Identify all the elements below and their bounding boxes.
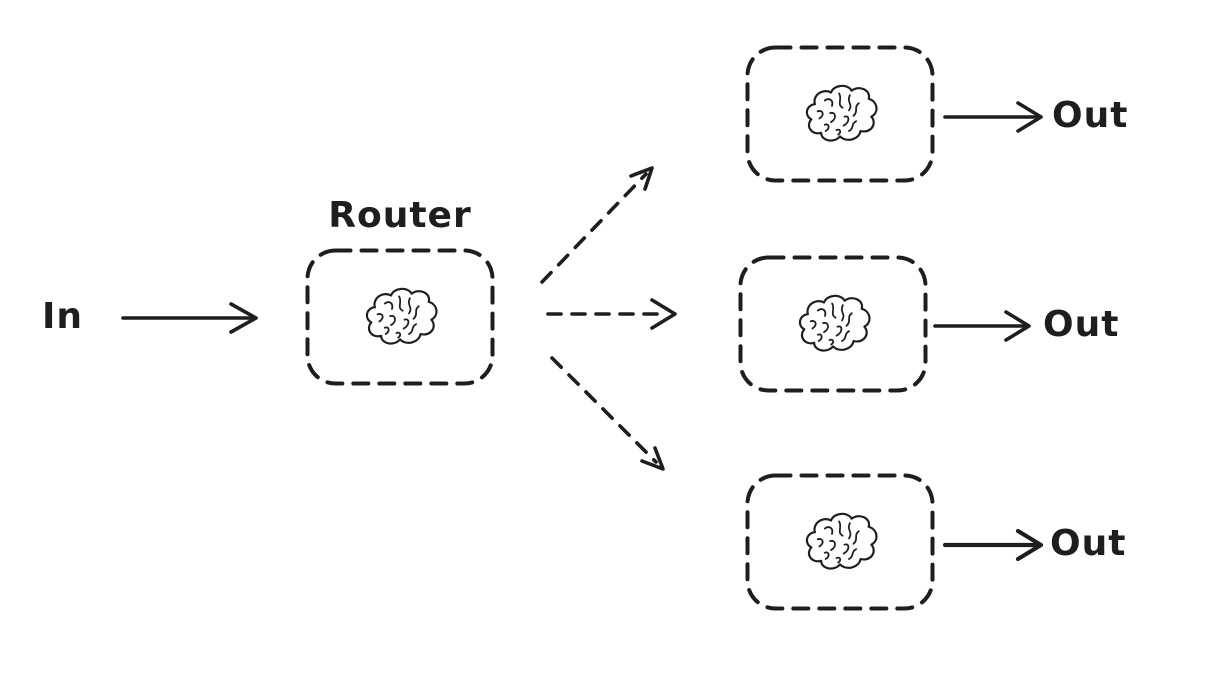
- arrow-router-to-branch-2: [550, 356, 665, 471]
- arrow-router-to-branch-0: [540, 166, 654, 284]
- router-node: [305, 248, 495, 386]
- output-label: Out: [1050, 523, 1127, 564]
- arrow-branch-2-to-out: [942, 528, 1044, 562]
- dashed-box: [745, 473, 935, 611]
- brain-icon: [365, 287, 438, 345]
- llm-node: [745, 45, 935, 183]
- output-label: Out: [1052, 95, 1129, 136]
- arrow-router-to-branch-1: [546, 298, 677, 330]
- arrow-branch-0-to-out: [943, 101, 1043, 133]
- dashed-box: [305, 248, 495, 386]
- router-label: Router: [328, 195, 472, 236]
- dashed-box: [738, 255, 928, 393]
- dashed-box: [745, 45, 935, 183]
- brain-icon: [798, 294, 871, 352]
- output-label: Out: [1043, 304, 1120, 345]
- llm-node: [738, 255, 928, 393]
- brain-icon: [805, 512, 878, 570]
- brain-icon: [805, 84, 878, 142]
- arrow-in-to-router: [121, 302, 258, 334]
- input-label: In: [42, 296, 84, 337]
- arrow-branch-1-to-out: [933, 310, 1031, 342]
- llm-node: [745, 473, 935, 611]
